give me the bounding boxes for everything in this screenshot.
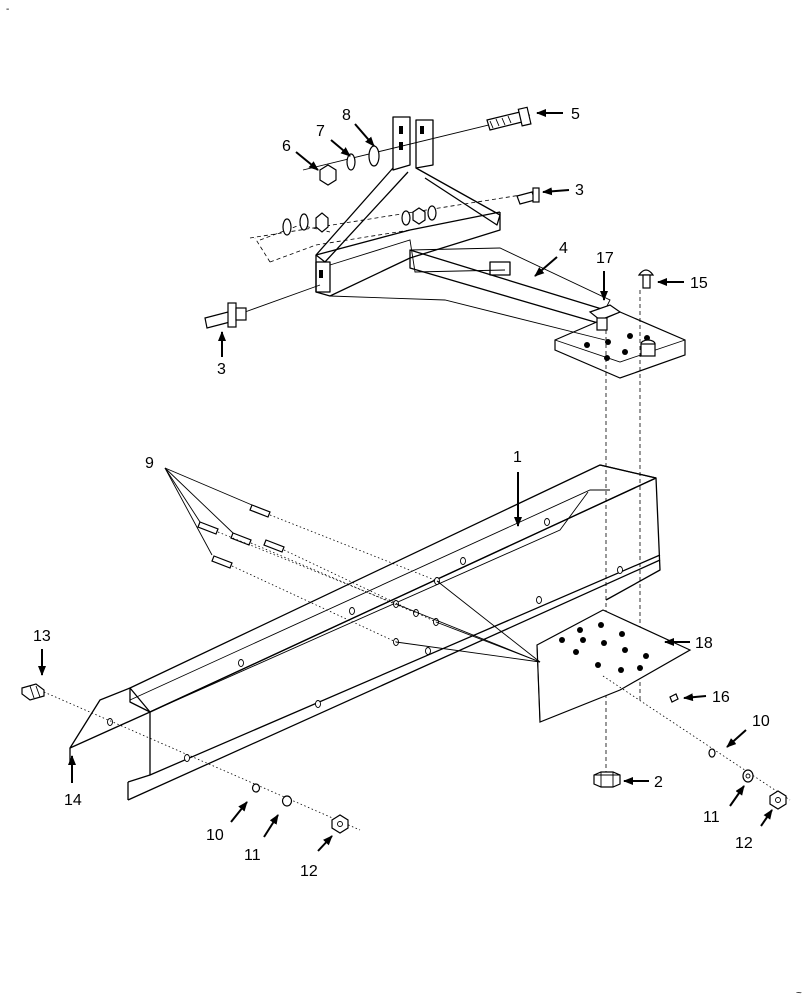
corner-mark-bottom-right: ~ (796, 988, 802, 999)
callout-10-right: 10 (752, 713, 770, 730)
callout-labels: 5 8 7 6 3 4 17 15 3 9 1 13 18 16 10 14 2… (33, 106, 770, 880)
callout-5: 5 (571, 106, 580, 123)
nut-2 (593, 771, 621, 788)
arrow-16 (683, 693, 707, 702)
callout-13: 13 (33, 628, 51, 645)
callout-12-right: 12 (735, 835, 753, 852)
callout-11-right: 11 (703, 809, 720, 826)
callout-8: 8 (342, 107, 351, 124)
callout-15: 15 (690, 275, 708, 292)
mid-pin-assembly (249, 187, 541, 239)
arrow-7 (330, 139, 351, 157)
callout-arrows (38, 109, 773, 852)
main-beam (69, 464, 661, 801)
callout-12-left: 12 (300, 863, 318, 880)
arrow-10a (230, 801, 248, 823)
arrow-11b (729, 785, 745, 807)
arrow-12a (317, 835, 333, 852)
callout-11-left: 10 (206, 827, 224, 844)
arrow-3a (542, 187, 570, 196)
mounting-plate-18 (395, 580, 692, 723)
callout-14: 14 (64, 792, 82, 809)
callout-7: 7 (316, 123, 325, 140)
callout-3-lower: 3 (217, 361, 226, 378)
bolt-13-assembly (21, 683, 361, 834)
lower-pin-assembly (204, 284, 321, 329)
callout-3-upper: 3 (575, 182, 584, 199)
arrow-10b (726, 729, 747, 748)
callout-11-left-b: 11 (244, 847, 261, 864)
upper-pin-assembly (302, 106, 532, 186)
callout-2: 2 (654, 774, 663, 791)
arrow-4 (534, 256, 558, 277)
callout-17: 17 (596, 250, 614, 267)
hitch-a-frame (254, 116, 686, 379)
callout-6: 6 (282, 138, 291, 155)
callout-4: 4 (559, 240, 568, 257)
arrow-12b (760, 809, 773, 827)
corner-mark-top-left: - (6, 4, 9, 15)
right-hardware-assembly (602, 675, 791, 810)
arrow-6 (295, 151, 319, 171)
arrow-11a (263, 814, 279, 838)
arrow-8 (354, 123, 375, 147)
callout-18: 18 (695, 635, 713, 652)
bolts-9 (164, 467, 441, 643)
hitch-pin-15 (637, 269, 655, 289)
callout-16: 16 (712, 689, 730, 706)
callout-9: 9 (145, 455, 154, 472)
callout-1: 1 (513, 449, 522, 466)
